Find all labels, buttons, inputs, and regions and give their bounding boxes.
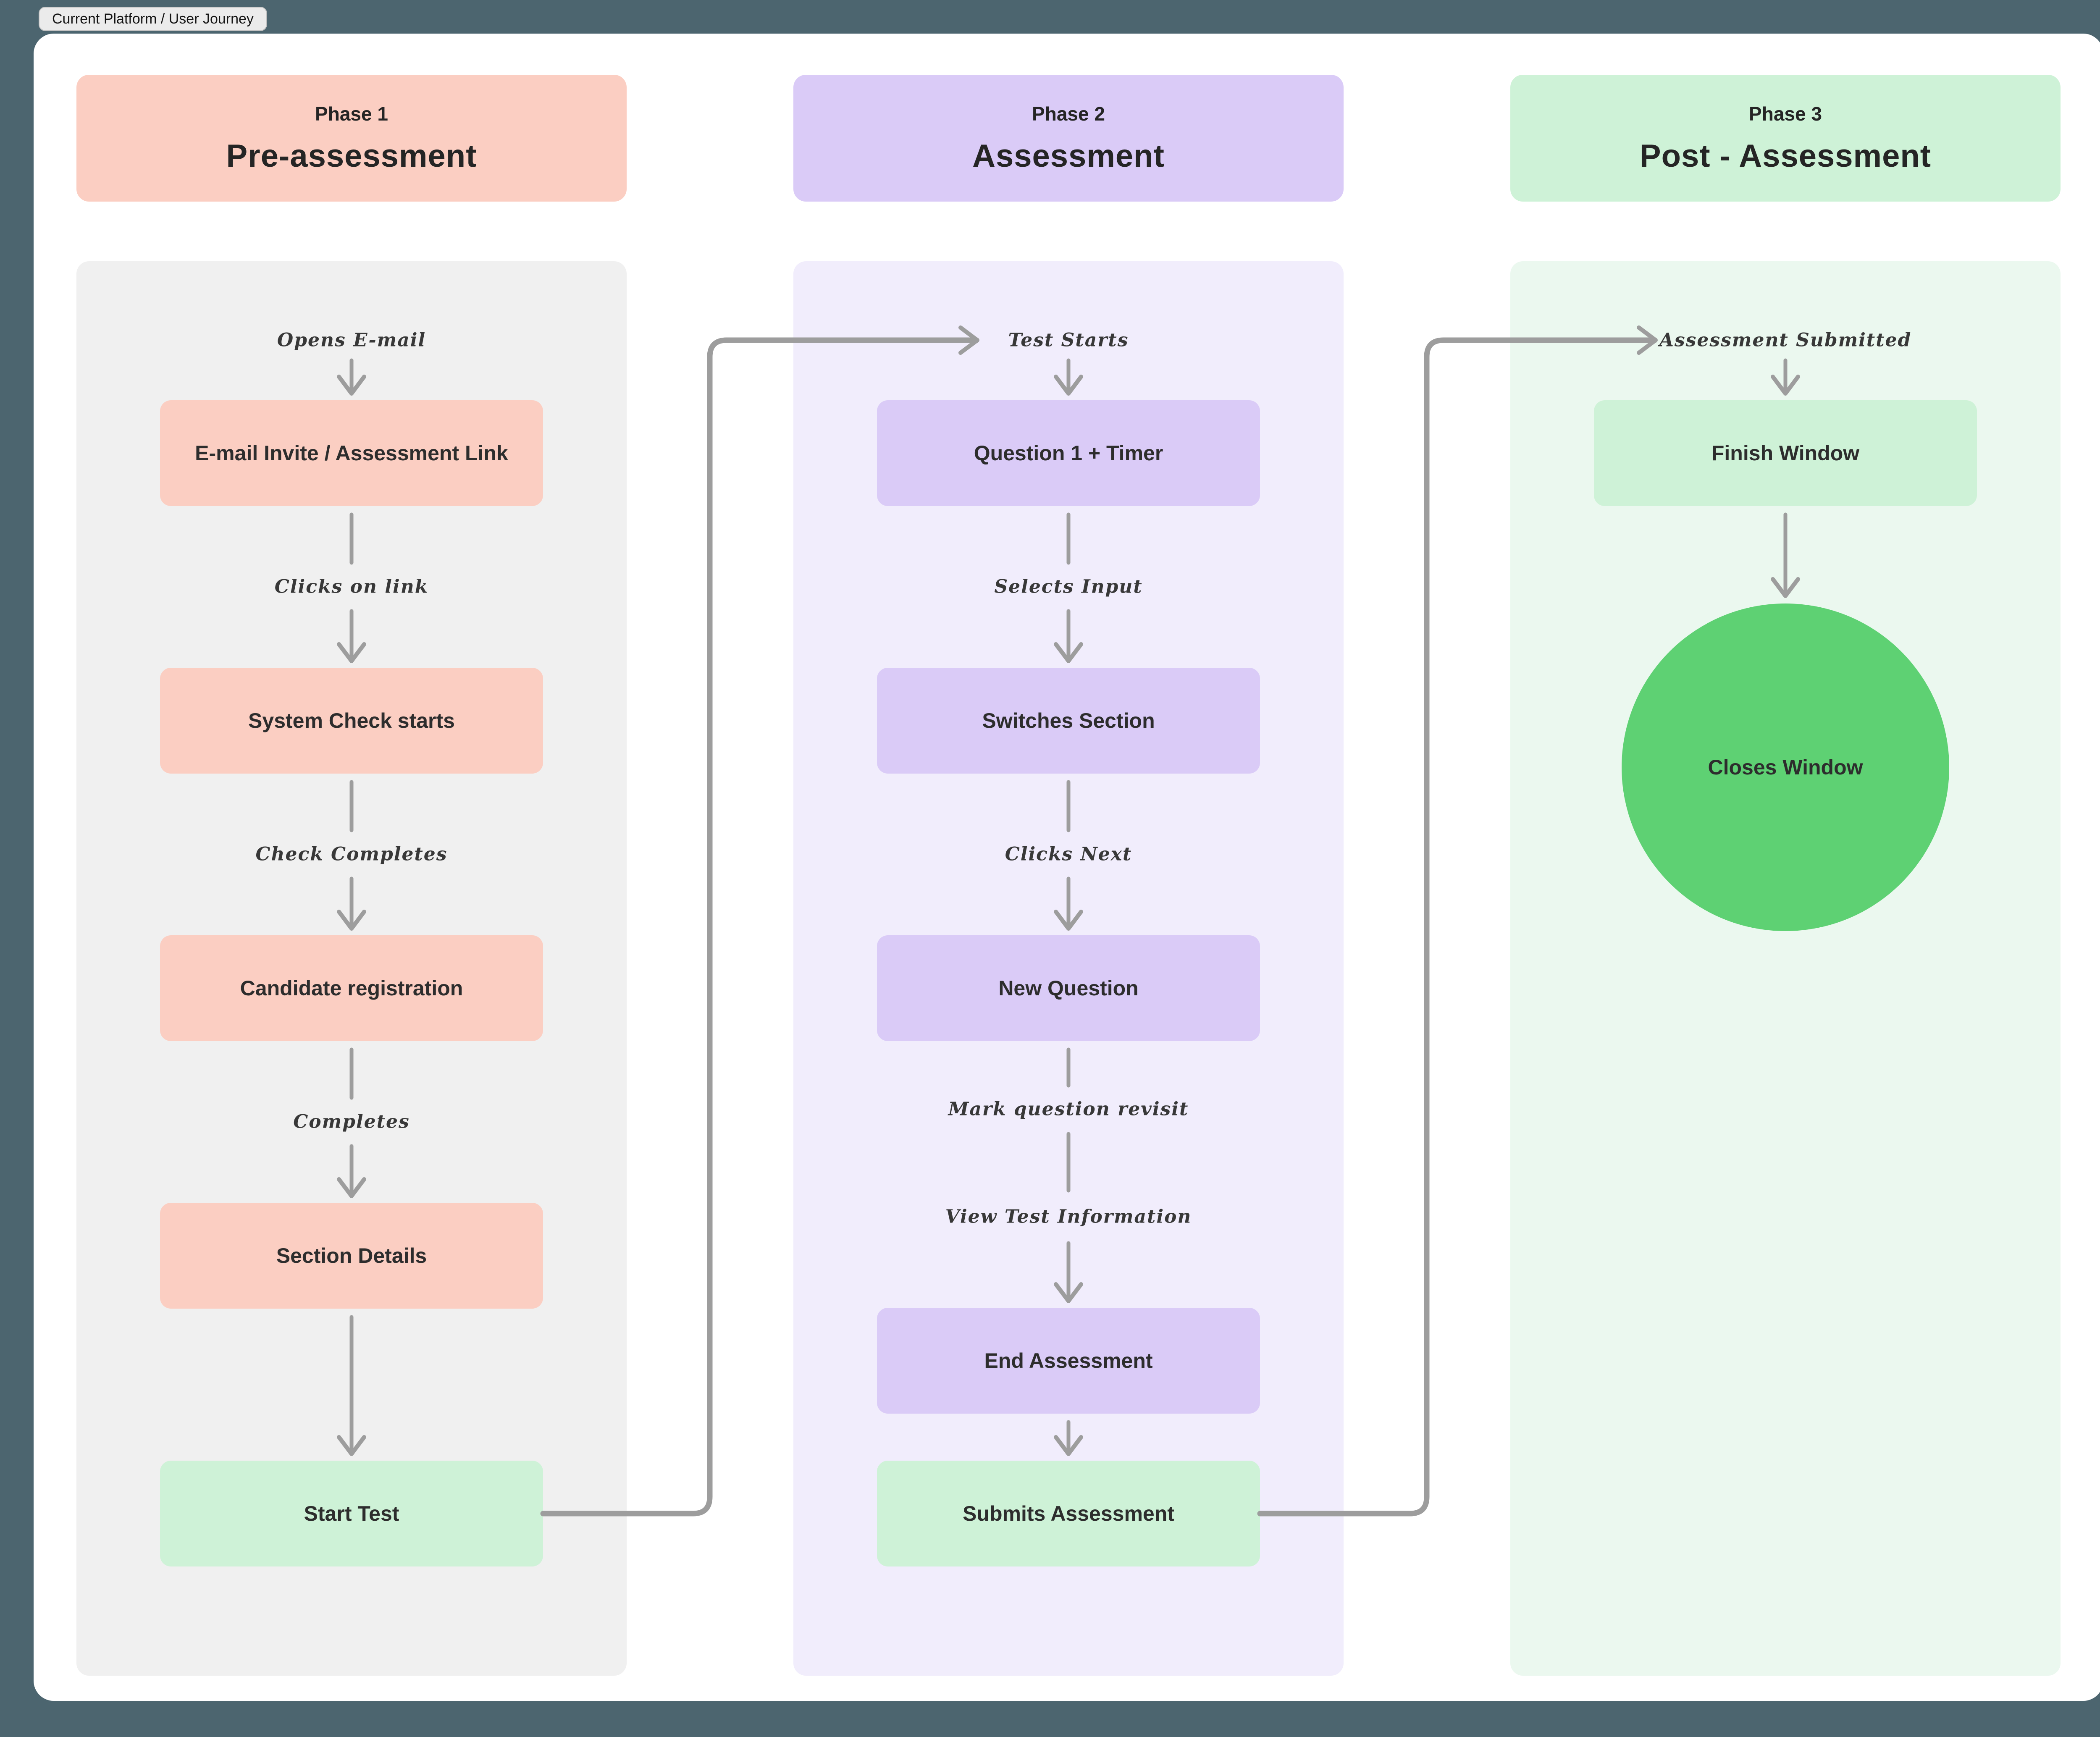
node-candidate-registration[interactable]: Candidate registration [160,935,543,1041]
journey-frame: Phase 1 Pre-assessment Phase 2 Assessmen… [34,34,2100,1701]
node-submits-assessment[interactable]: Submits Assessment [877,1461,1260,1566]
phase-3-header[interactable]: Phase 3 Post - Assessment [1510,75,2061,202]
edge-label-selects-input[interactable]: Selects Input [994,576,1143,598]
phase-2-title: Assessment [972,138,1165,174]
phase-1-title: Pre-assessment [226,138,477,174]
edge-label-opens-email[interactable]: Opens E-mail [277,329,426,351]
edge-label-clicks-next[interactable]: Clicks Next [1005,843,1132,865]
phase-3-label: Phase 3 [1749,102,1822,125]
node-finish-window[interactable]: Finish Window [1594,400,1977,506]
node-start-test[interactable]: Start Test [160,1461,543,1566]
node-new-question[interactable]: New Question [877,935,1260,1041]
node-closes-window[interactable]: Closes Window [1622,603,1949,931]
edge-label-mark-question-revisit[interactable]: Mark question revisit [948,1098,1189,1120]
phase-1-label: Phase 1 [315,102,388,125]
edge-label-check-completes[interactable]: Check Completes [255,843,448,865]
node-section-details[interactable]: Section Details [160,1203,543,1309]
node-system-check[interactable]: System Check starts [160,668,543,774]
edge-label-test-starts[interactable]: Test Starts [1008,329,1129,351]
node-email-invite[interactable]: E-mail Invite / Assessment Link [160,400,543,506]
edge-label-view-test-information[interactable]: View Test Information [945,1206,1192,1228]
node-end-assessment[interactable]: End Assessment [877,1308,1260,1414]
node-question-1-timer[interactable]: Question 1 + Timer [877,400,1260,506]
phase-2-header[interactable]: Phase 2 Assessment [793,75,1344,202]
frame-title-tab[interactable]: Current Platform / User Journey [39,7,267,31]
phase-3-title: Post - Assessment [1639,138,1932,174]
node-switches-section[interactable]: Switches Section [877,668,1260,774]
edge-label-assessment-submitted[interactable]: Assessment Submitted [1659,329,1912,351]
edge-label-clicks-on-link[interactable]: Clicks on link [274,576,429,598]
edge-label-completes[interactable]: Completes [293,1111,410,1133]
phase-2-label: Phase 2 [1032,102,1105,125]
phase-1-header[interactable]: Phase 1 Pre-assessment [76,75,627,202]
